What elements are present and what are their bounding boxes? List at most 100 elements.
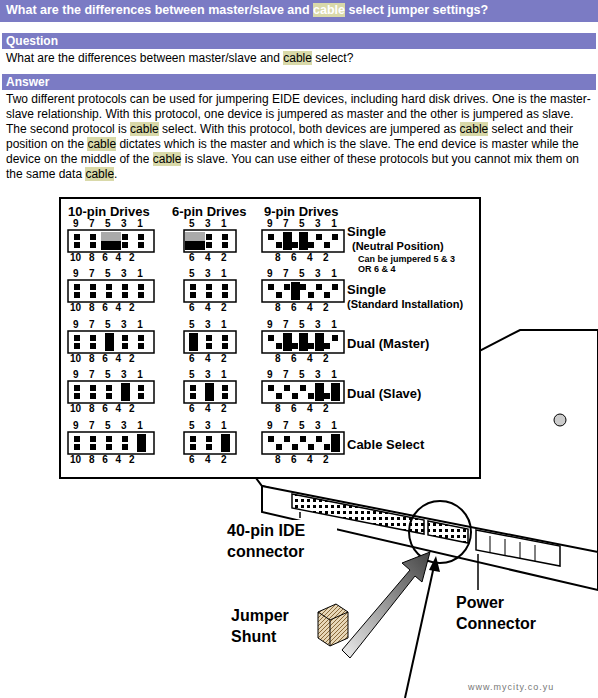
pin-numbers: 9 7 5 3 1 [73,369,143,380]
jumper-block [68,280,154,302]
row-label: Single [347,282,386,297]
part-label: 40-pin IDE connector [227,520,337,562]
pin [324,242,330,248]
pin-numbers: 6 4 2 [189,353,227,364]
row-note: Can be jumpered 5 & 3 OR 6 & 4 [358,254,468,274]
jumper-shunt [105,333,114,351]
pin [292,343,298,349]
pin [276,292,282,298]
pin-numbers: 9 7 5 3 1 [267,420,337,431]
pin [106,444,112,450]
pin [332,284,338,290]
pin [300,385,306,391]
pin [308,393,314,399]
jumper-shunt [315,383,324,401]
pin [74,393,80,399]
jumper-shunt [283,232,292,250]
pin [138,343,144,349]
pin [190,393,196,399]
pin [90,242,96,248]
pin-numbers: 8 6 4 2 [275,302,329,313]
answer-text: Two different protocols can be used for … [6,92,594,182]
jumper-shunt [283,333,292,351]
pin [300,284,306,290]
pin [122,234,128,240]
pin [284,436,290,442]
section-band: Question [2,33,596,49]
pin [222,385,228,391]
pin [206,242,212,248]
jumper-shunt [121,383,130,401]
pin [122,444,128,450]
jumper-block [262,432,344,454]
page-title: What are the differences between master/… [6,3,488,17]
pin-numbers: 5 3 1 [189,420,227,431]
pin [268,335,274,341]
jumper-block [262,331,344,353]
jumper-shunt [185,241,205,250]
row-label: Dual (Master) [347,336,429,351]
row-label: Single [347,224,386,239]
pin [138,284,144,290]
pin-numbers: 9 7 5 3 1 [267,218,337,229]
pin-numbers: 8 6 4 2 [275,454,329,465]
band-heading: Answer [6,75,49,89]
pin-numbers: 5 3 1 [189,268,227,279]
jumper-shunt [221,434,230,452]
pin [292,393,298,399]
pin [106,436,112,442]
pin [206,335,212,341]
pin [316,234,322,240]
pin [316,284,322,290]
pin [276,393,282,399]
pin [276,444,282,450]
pin [190,444,196,450]
pin [138,242,144,248]
jumper-block [68,230,154,252]
pin [324,343,330,349]
pin [222,292,228,298]
pin [268,436,274,442]
jumper-block [68,381,154,403]
pin [308,242,314,248]
pin [276,343,282,349]
pin [74,444,80,450]
pin [292,444,298,450]
pin-numbers: 10 8 6 4 2 [70,454,134,465]
pin [122,343,128,349]
pin-numbers: 9 7 5 3 1 [73,268,143,279]
jumper-shunt [291,282,300,300]
pin [106,284,112,290]
jumper-block [68,432,154,454]
jumper-block [262,381,344,403]
pin [90,292,96,298]
pin-numbers: 9 7 5 3 1 [267,268,337,279]
pin [106,385,112,391]
pin [74,335,80,341]
pin [284,385,290,391]
pin-numbers: 8 6 4 2 [275,403,329,414]
pin [90,234,96,240]
pin-numbers: 6 4 2 [189,454,227,465]
pin [90,393,96,399]
jumper-block [68,331,154,353]
pin-numbers: 10 8 6 4 2 [70,302,134,313]
jumper-block [184,432,236,454]
jumper-shunt [189,333,198,351]
pin-numbers: 10 8 6 4 2 [70,403,134,414]
pin-numbers: 6 4 2 [189,252,227,263]
column-heading: 9-pin Drives [264,204,338,219]
jumper-shunt [331,434,340,452]
row-label: Dual (Slave) [347,386,421,401]
pin [122,284,128,290]
jumper-shunt [299,333,308,351]
pin-numbers: 6 4 2 [189,403,227,414]
pin-numbers: 9 7 5 3 1 [267,319,337,330]
jumper-shunt [205,383,214,401]
pin [268,234,274,240]
pin [122,292,128,298]
band-heading: Question [6,34,58,48]
jumper-block [184,331,236,353]
pin-numbers: 5 3 1 [189,218,227,229]
